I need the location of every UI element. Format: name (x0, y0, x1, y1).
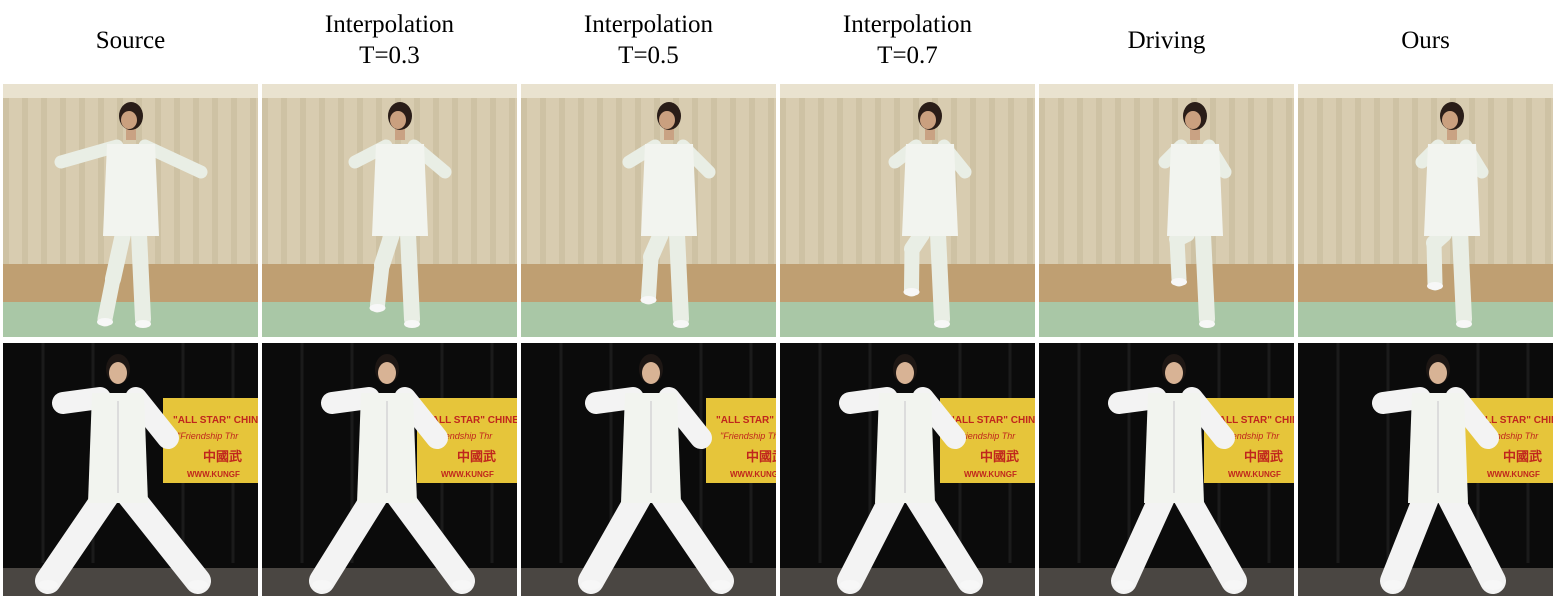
banner-text: "ALL STAR" CHINESE M (427, 415, 517, 426)
frame-row1-source (3, 84, 258, 337)
frame-row2-interp-0.7: "ALL STAR" CHINESE M "Friendship Thr 中國武… (780, 343, 1035, 596)
banner-text: WWW.KUNGF (1228, 470, 1281, 479)
banner-text: WWW.KUNGF (730, 470, 776, 479)
column-header-source: Source (95, 26, 166, 54)
banner-text: "ALL STAR" CHINESE M (173, 415, 258, 426)
column-header-driving: Driving (1127, 26, 1206, 54)
column-header-ours: Ours (1401, 26, 1450, 54)
frame-row2-source: "ALL STAR" CHINESE M "Friendship Thr 中國武… (3, 343, 258, 596)
banner-text: "Friendship Thr (177, 431, 239, 441)
frame-row2-ours: "ALL STAR" CHINESE M "Friendship Thr 中國武… (1298, 343, 1553, 596)
frame-row2-interp-0.3: "ALL STAR" CHINESE M "Friendship Thr 中國武… (262, 343, 517, 596)
banner-text: "ALL STAR" CHINESE M (1473, 415, 1553, 426)
banner-text: 中國武 (980, 449, 1019, 464)
banner-text: 中國武 (457, 449, 496, 464)
banner-text: "Friendship Thr (1477, 431, 1539, 441)
frame-image: "ALL STAR" CHINESE M "Friendship Thr 中國武… (262, 343, 517, 596)
frame-row2-interp-0.5: "ALL STAR" CHINESE M "Friendship Thr 中國武… (521, 343, 776, 596)
column-header-interp-0.7: Interpolation T=0.7 (842, 11, 973, 69)
frame-row1-interp-0.7 (780, 84, 1035, 337)
frame-row1-interp-0.3 (262, 84, 517, 337)
frame-row2-driving: "ALL STAR" CHINESE M "Friendship Thr 中國武… (1039, 343, 1294, 596)
banner-text: 中國武 (1503, 449, 1542, 464)
frame-image (3, 84, 258, 337)
column-header-interp-0.3: Interpolation T=0.3 (324, 11, 455, 69)
frame-image: "ALL STAR" CHINESE M "Friendship Thr 中國武… (1298, 343, 1553, 596)
frame-image: "ALL STAR" CHINESE M "Friendship Thr 中國武… (521, 343, 776, 596)
frame-image (521, 84, 776, 337)
banner-text: 中國武 (203, 449, 242, 464)
banner-text: 中國武 (1244, 449, 1283, 464)
frame-row1-interp-0.5 (521, 84, 776, 337)
banner-text: WWW.KUNGF (187, 470, 240, 479)
banner-text: "Friendship Thr (720, 431, 776, 441)
banner-text: WWW.KUNGF (1487, 470, 1540, 479)
frame-row1-ours (1298, 84, 1553, 337)
banner-text: "ALL STAR" CHINESE M (716, 415, 776, 426)
banner-text: "Friendship Thr (954, 431, 1016, 441)
banner-text: "ALL STAR" CHINESE M (950, 415, 1035, 426)
banner-text: "Friendship Thr (431, 431, 493, 441)
banner-text: "Friendship Thr (1218, 431, 1280, 441)
banner-text: "ALL STAR" CHINESE M (1214, 415, 1294, 426)
frame-image (1039, 84, 1294, 337)
frame-image (262, 84, 517, 337)
frame-image: "ALL STAR" CHINESE M "Friendship Thr 中國武… (780, 343, 1035, 596)
frame-image (780, 84, 1035, 337)
frame-image: "ALL STAR" CHINESE M "Friendship Thr 中國武… (1039, 343, 1294, 596)
frame-image (1298, 84, 1553, 337)
banner-text: WWW.KUNGF (441, 470, 494, 479)
column-header-interp-0.5: Interpolation T=0.5 (583, 11, 714, 69)
frame-row1-driving (1039, 84, 1294, 337)
banner-text: WWW.KUNGF (964, 470, 1017, 479)
banner-text: 中國武 (746, 449, 776, 464)
frame-image: "ALL STAR" CHINESE M "Friendship Thr 中國武… (3, 343, 258, 596)
